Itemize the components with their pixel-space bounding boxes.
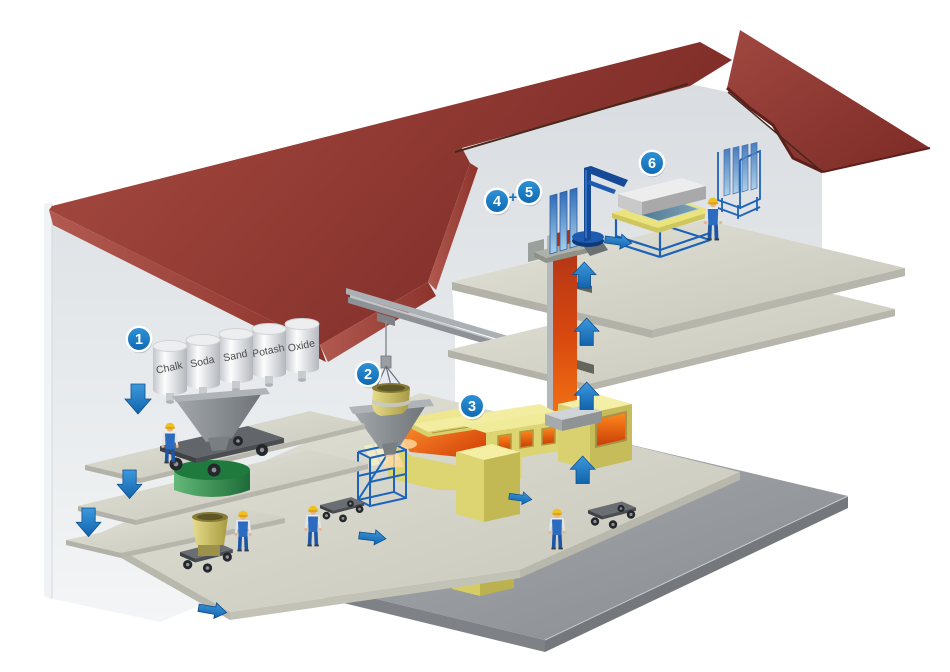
material-silos: Oxide Potash Sand Soda Chalk [152, 318, 320, 404]
silo-oxide: Oxide [284, 318, 320, 382]
step-badge-3: 3 [458, 392, 486, 421]
glass-pane [559, 190, 568, 252]
overhead-crane-beam [346, 288, 508, 369]
glass-pane [723, 148, 731, 197]
silo-sand: Sand [218, 328, 254, 392]
crane-hook-block [380, 355, 392, 369]
silo-soda: Soda [185, 334, 221, 398]
glass-pane [732, 146, 740, 195]
step-badge-4: 4 [483, 187, 511, 216]
glass-rack [717, 142, 761, 219]
glass-pane [741, 144, 749, 193]
step-badge-1: 1 [125, 325, 153, 354]
svg-text:2: 2 [364, 367, 372, 383]
furnace-window [541, 426, 556, 446]
melting-furnace [388, 395, 632, 522]
svg-text:4: 4 [493, 194, 501, 210]
cutting-machine [618, 178, 706, 202]
factory-roof [49, 30, 931, 362]
silo-label: Oxide [287, 337, 316, 354]
plus-sign: + [509, 189, 518, 206]
step-badge-5: 5 [515, 178, 543, 207]
weighing-hopper-cart [160, 388, 284, 477]
silo-potash: Potash [251, 323, 287, 387]
crucible [372, 365, 411, 416]
silo-label: Soda [189, 354, 216, 371]
svg-text:5: 5 [525, 185, 533, 201]
drawing-machine [528, 187, 608, 263]
roof-right-wing [727, 30, 930, 172]
batch-stream [384, 454, 404, 468]
furnace-window [595, 410, 627, 449]
furnace-canopy [412, 404, 556, 432]
glass-pane [750, 142, 758, 191]
swivel-crane [572, 166, 628, 247]
batch-pot [192, 512, 228, 556]
furnace-chimney [456, 444, 520, 460]
roof-fascia [49, 210, 326, 362]
step-badges: 1 2 3 4 + 5 6 [125, 149, 666, 421]
silo-label: Chalk [155, 359, 184, 376]
floor-opening [577, 360, 594, 374]
crane-trolley [377, 313, 395, 326]
cutting-table [612, 178, 713, 259]
glass-pane [549, 193, 558, 255]
hopper-funnel [174, 390, 264, 442]
svg-text:3: 3 [468, 399, 476, 415]
furnace-window [519, 429, 534, 449]
svg-text:1: 1 [135, 332, 143, 348]
crane-arm [584, 166, 628, 187]
roof-underside-edge [454, 83, 689, 153]
step-badge-2: 2 [354, 360, 382, 389]
glass-draw-column [547, 228, 594, 428]
silo-label: Sand [222, 348, 249, 365]
svg-text:6: 6 [648, 156, 656, 172]
left-wall-edge [44, 202, 52, 600]
silo-chalk: Chalk [152, 340, 188, 404]
glass-pane [569, 187, 578, 249]
step-badge-6: 6 [638, 149, 666, 178]
